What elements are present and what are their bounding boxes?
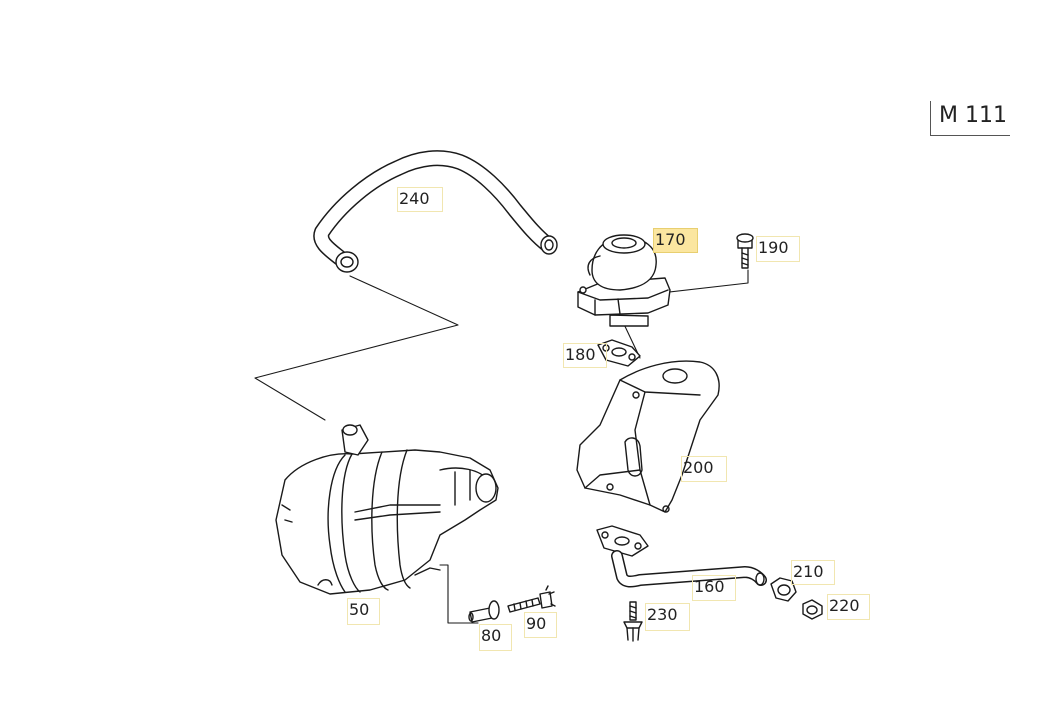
stud-230 [623,601,643,642]
model-label-box: M 111 [930,101,1010,136]
screw-90 [507,585,556,613]
callout-160[interactable]: 160 [692,575,736,601]
bolt-80 [468,600,500,623]
bolt-190 [736,233,754,269]
callout-80[interactable]: 80 [479,624,512,651]
nut-210 [770,577,797,602]
pipe-160 [596,525,767,588]
callout-90[interactable]: 90 [524,612,557,638]
callout-210[interactable]: 210 [791,560,835,585]
valve-170 [577,234,671,327]
air-pump-50 [275,424,499,595]
callout-190[interactable]: 190 [756,236,800,262]
bracket-200 [576,360,720,513]
callout-50[interactable]: 50 [347,598,380,625]
hose-240 [313,150,558,273]
cap-220 [802,599,823,620]
callout-220[interactable]: 220 [827,594,870,620]
callout-180[interactable]: 180 [563,343,607,368]
callout-170[interactable]: 170 [653,228,698,253]
model-label: M 111 [939,103,1007,128]
callout-240[interactable]: 240 [397,187,443,212]
callout-230[interactable]: 230 [645,603,690,631]
callout-200[interactable]: 200 [681,456,727,482]
